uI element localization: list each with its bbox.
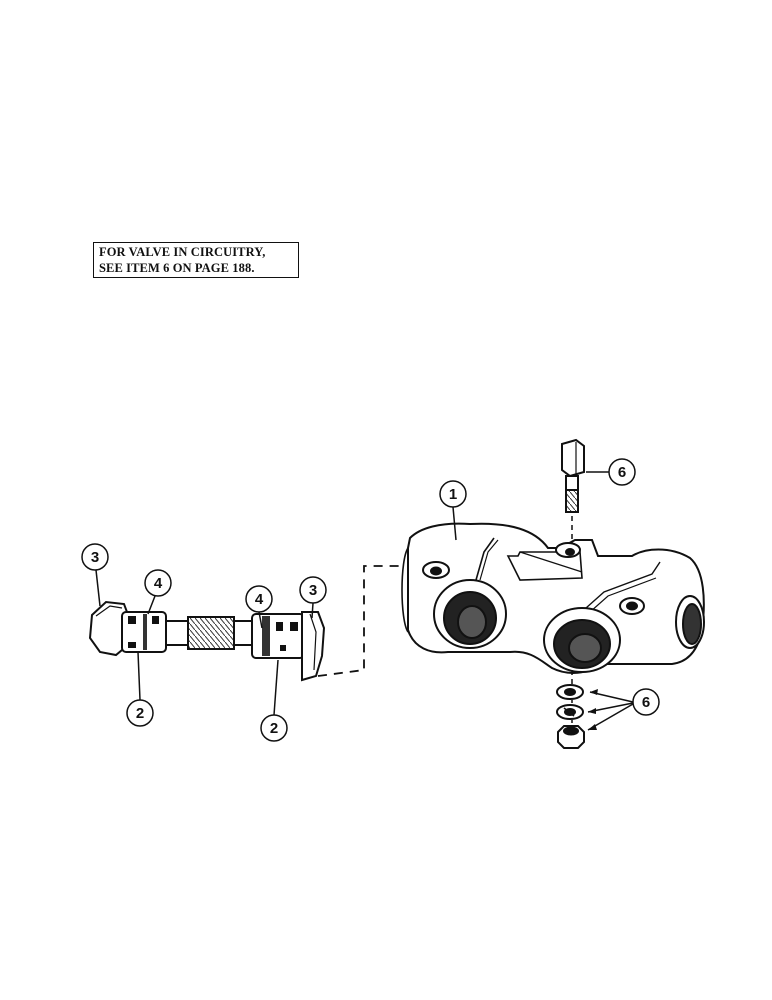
spool-assembly [88,600,326,682]
o-ring-left [143,614,147,650]
valve-body [401,522,705,674]
washers-nut [556,684,585,749]
callout-label-3-left: 3 [91,549,99,566]
note-line-2: SEE ITEM 6 ON PAGE 188. [99,261,255,275]
callout-circle-4-left [144,569,172,597]
callout-label-3-right: 3 [309,582,317,599]
callout-circle-3-left [81,543,109,571]
bolt [561,438,585,513]
note-line-1: FOR VALVE IN CIRCUITRY, [99,245,266,259]
sleeve-right [251,613,305,659]
note-box: FOR VALVE IN CIRCUITRY, SEE ITEM 6 ON PA… [93,242,299,278]
callout-label-2-left: 2 [136,705,144,722]
bolt-head [561,438,585,478]
callout-label-4-right: 4 [255,591,264,608]
callout-label-6-top: 6 [618,464,626,481]
callout-label-6-bottom: 6 [642,694,650,711]
plug-right [301,611,326,682]
bolt-thread [565,489,579,513]
callout-label-2-right: 2 [270,720,278,737]
callout-label-1: 1 [449,486,457,503]
o-ring-right [262,616,270,656]
spool-stem-left [165,620,189,646]
callouts [81,458,660,742]
assembly-dashed-line [317,565,400,677]
callout-label-4-left: 4 [154,575,163,592]
spool-threaded-section [187,616,235,650]
